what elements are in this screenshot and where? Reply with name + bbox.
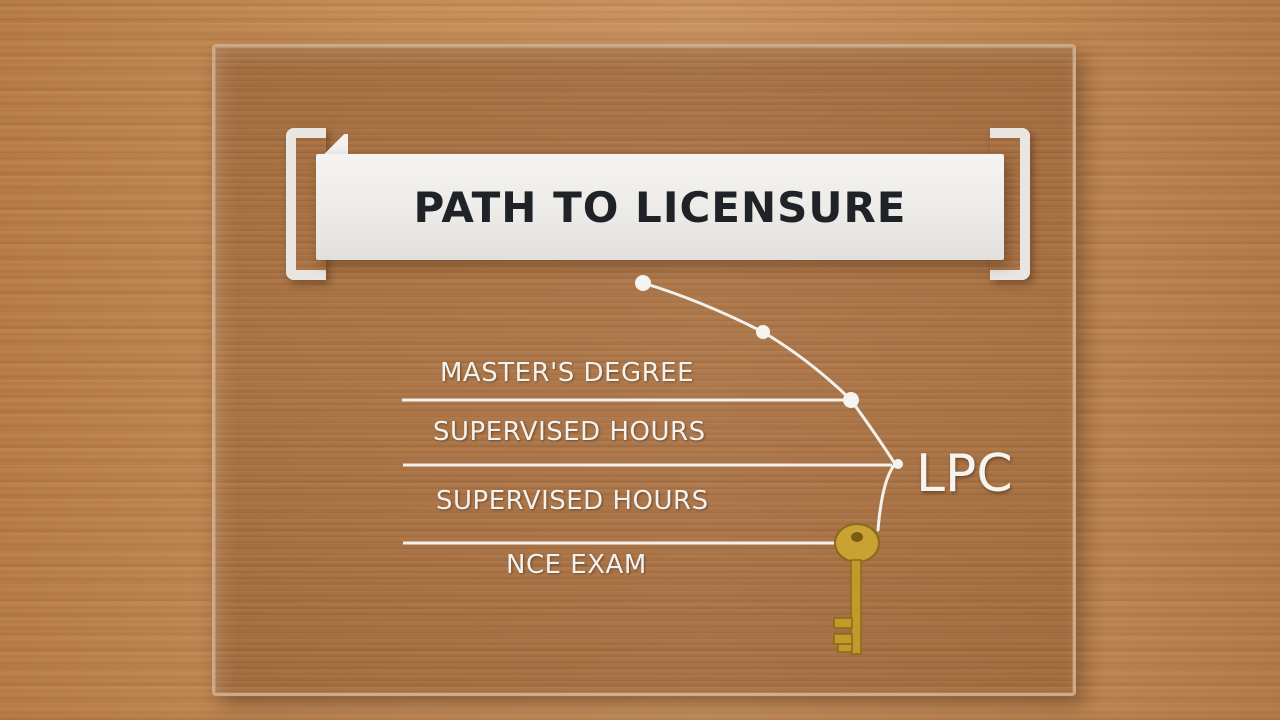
step-label-supervised-hours-1: SUPERVISED HOURS [433,417,706,447]
path-node-1 [635,275,651,291]
path-node-3 [843,392,859,408]
right-bracket [990,128,1030,280]
title-banner: PATH TO LICENSURE [316,154,1004,260]
path-node-2 [756,325,770,339]
key-icon [833,523,880,655]
banner-fold [318,134,348,156]
path-node-4 [893,459,903,469]
left-bracket [286,128,326,280]
step-label-supervised-hours-2: SUPERVISED HOURS [436,486,709,516]
licensure-path [641,281,897,532]
lpc-label: LPC [916,444,1013,504]
banner-title: PATH TO LICENSURE [413,182,907,232]
step-label-masters-degree: MASTER'S DEGREE [440,358,695,388]
step-label-nce-exam: NCE EXAM [506,550,647,580]
